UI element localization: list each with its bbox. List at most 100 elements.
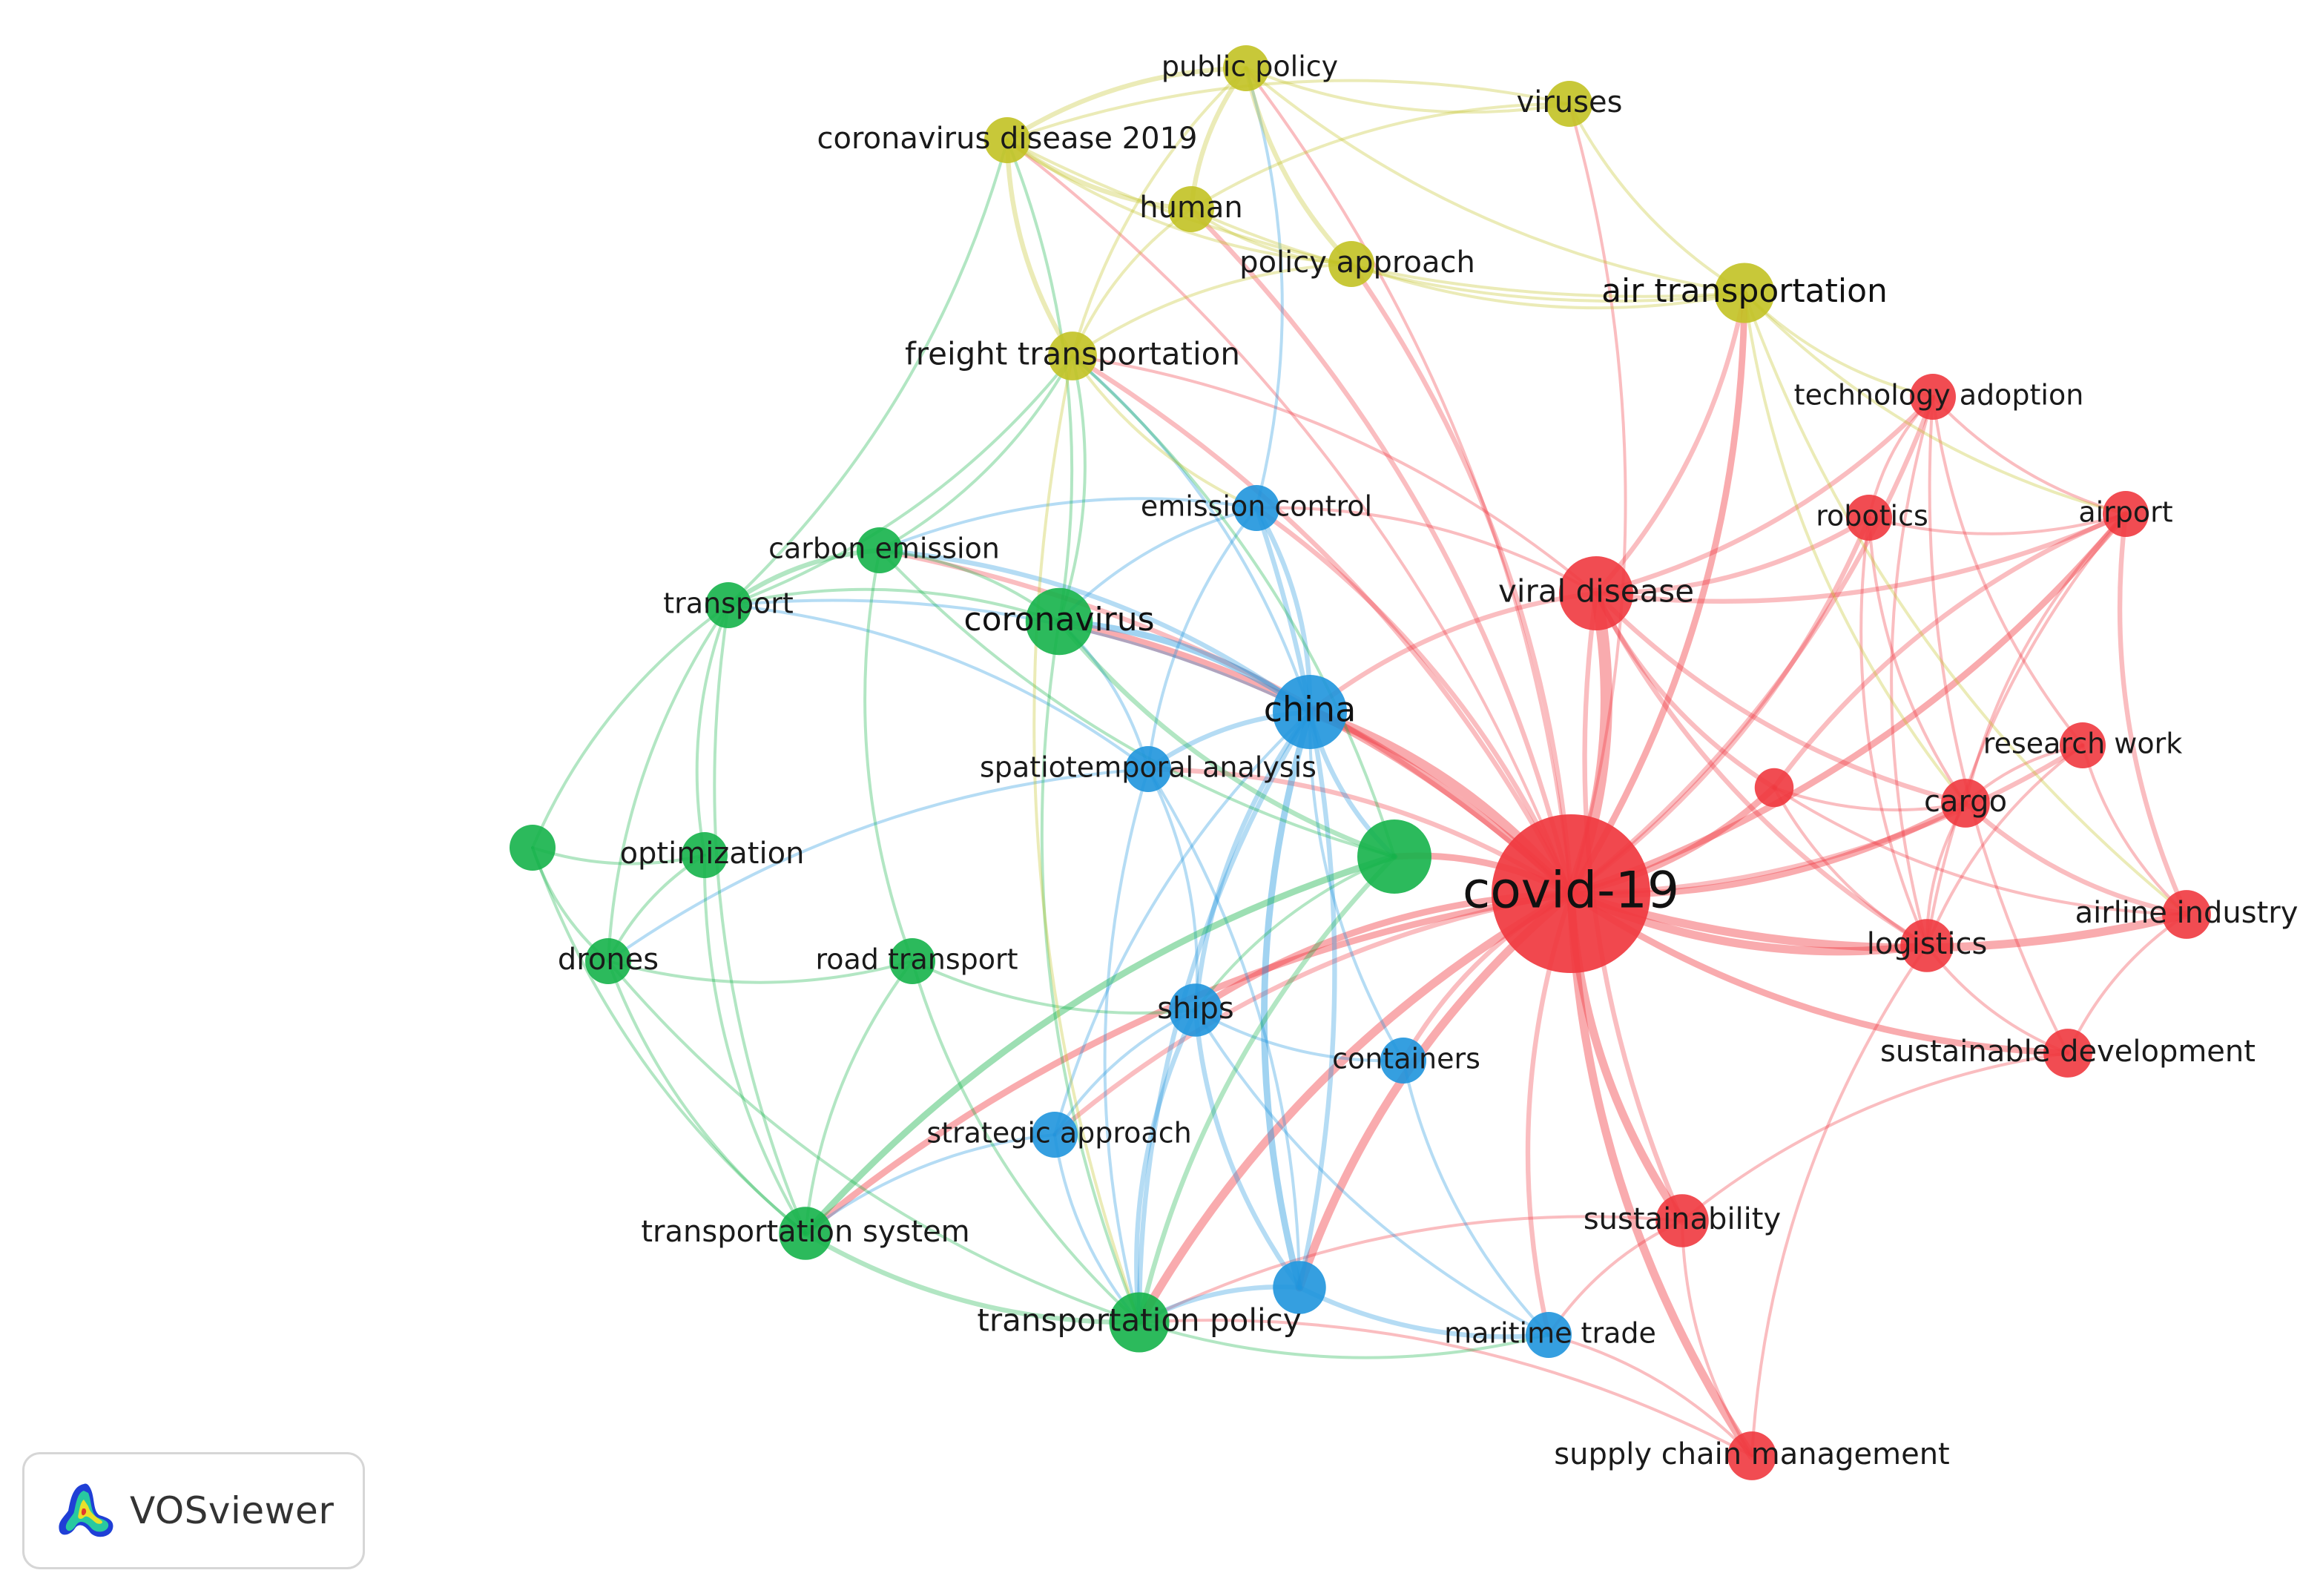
link-transport-drones	[607, 604, 730, 963]
network-links	[531, 65, 2191, 1460]
node-policy-approach[interactable]	[1328, 241, 1374, 287]
label-airline-industry: airline industry	[2075, 896, 2299, 930]
label-transportation-system: transportation system	[641, 1215, 969, 1249]
node-ships[interactable]	[1169, 983, 1222, 1037]
node-transportation-system[interactable]	[779, 1207, 832, 1260]
link-drones-road-transport	[607, 960, 914, 984]
link-robotics-cargo	[1868, 516, 1967, 805]
node-strategic-approach[interactable]	[1032, 1112, 1078, 1158]
node-unlabeled-red[interactable]	[1754, 768, 1794, 808]
vosviewer-logo-icon	[59, 1483, 113, 1537]
node-airline-industry[interactable]	[2162, 890, 2211, 939]
label-china: china	[1264, 690, 1357, 730]
label-maritime-trade: maritime trade	[1444, 1317, 1656, 1350]
link-strategic-approach-transportation-system	[804, 1133, 1056, 1235]
link-covid-19-viruses	[1568, 102, 1627, 895]
link-unlabeled-green-large-transportation-system	[802, 853, 1398, 1237]
node-technology-adoption[interactable]	[1910, 374, 1956, 420]
link-covid-19-air-transportation	[1567, 289, 1748, 897]
link-covid-19-supply-chain-management	[1566, 889, 1756, 1460]
node-air-transportation[interactable]	[1714, 263, 1775, 323]
label-robotics: robotics	[1816, 500, 1928, 532]
node-covid-19[interactable]	[1492, 814, 1650, 973]
link-transport-transportation-system	[713, 604, 807, 1235]
link-sustainability-supply-chain-management	[1681, 1219, 1753, 1457]
link-covid-19-transportation-policy	[1135, 889, 1575, 1327]
node-freight-transportation[interactable]	[1048, 332, 1097, 380]
link-spatiotemporal-analysis-drones	[607, 768, 1150, 963]
link-viral-disease-unlabeled-red	[1593, 590, 1777, 791]
link-airport-logistics	[1925, 512, 2127, 947]
link-coronavirus-disease-2019-human	[1004, 137, 1194, 212]
node-human[interactable]	[1168, 186, 1214, 232]
node-cargo[interactable]	[1941, 779, 1990, 828]
node-china[interactable]	[1273, 675, 1347, 749]
link-ships-transportation-policy	[1134, 1007, 1199, 1325]
link-airport-airline-industry	[2117, 511, 2189, 917]
node-sustainability[interactable]	[1655, 1194, 1709, 1247]
link-viral-disease-logistics	[1593, 590, 1930, 949]
link-human-freight-transportation	[1071, 208, 1193, 357]
link-unlabeled-green-small-transportation-system	[531, 846, 807, 1235]
link-covid-19-policy-approach	[1348, 261, 1574, 897]
link-technology-adoption-logistics	[1890, 395, 1934, 947]
node-optimization[interactable]	[682, 832, 728, 878]
node-research-work[interactable]	[2060, 722, 2106, 768]
link-research-work-logistics	[1925, 744, 2084, 947]
vosviewer-badge: VOSviewer	[22, 1452, 365, 1569]
label-sustainable-development: sustainable development	[1880, 1035, 2256, 1069]
label-containers: containers	[1332, 1043, 1480, 1075]
node-unlabeled-blue[interactable]	[1273, 1261, 1326, 1314]
link-public-policy-policy-approach	[1243, 65, 1354, 267]
link-covid-19-public-policy	[1245, 67, 1572, 895]
link-coronavirus-freight-transportation	[1058, 355, 1087, 623]
node-robotics[interactable]	[1846, 495, 1892, 541]
node-airport[interactable]	[2103, 491, 2149, 537]
label-transport: transport	[663, 587, 794, 620]
node-sustainable-development[interactable]	[2043, 1029, 2092, 1078]
node-maritime-trade[interactable]	[1526, 1312, 1572, 1358]
link-containers-maritime-trade	[1402, 1059, 1550, 1336]
node-road-transport[interactable]	[889, 938, 935, 984]
node-supply-chain-management[interactable]	[1727, 1431, 1776, 1480]
link-viral-disease-emission-control	[1255, 506, 1598, 595]
link-logistics-supply-chain-management	[1750, 944, 1928, 1457]
node-carbon-emission[interactable]	[857, 527, 903, 573]
node-spatiotemporal-analysis[interactable]	[1125, 746, 1171, 792]
label-technology-adoption: technology adoption	[1794, 379, 2084, 412]
node-emission-control[interactable]	[1233, 485, 1279, 531]
node-unlabeled-green-large[interactable]	[1357, 820, 1431, 894]
node-logistics[interactable]	[1900, 919, 1954, 972]
link-cargo-airline-industry	[1963, 800, 2189, 917]
node-transport[interactable]	[705, 582, 751, 628]
link-viruses-air-transportation	[1568, 102, 1746, 294]
link-viral-disease-cargo	[1593, 590, 1968, 806]
node-coronavirus[interactable]	[1025, 587, 1093, 656]
link-viral-disease-freight-transportation	[1071, 355, 1598, 595]
link-coronavirus-transportation-policy	[1040, 620, 1141, 1324]
link-air-transportation-airport	[1743, 291, 2127, 515]
node-transportation-policy[interactable]	[1109, 1292, 1170, 1353]
label-airport: airport	[2078, 496, 2172, 529]
link-public-policy-air-transportation	[1245, 67, 1746, 294]
node-public-policy[interactable]	[1223, 45, 1269, 91]
node-containers[interactable]	[1380, 1038, 1426, 1084]
label-cargo: cargo	[1924, 785, 2007, 819]
node-unlabeled-green-small[interactable]	[510, 825, 556, 871]
label-public-policy: public policy	[1162, 50, 1338, 83]
link-public-policy-freight-transportation	[1071, 67, 1248, 357]
node-coronavirus-disease-2019[interactable]	[984, 117, 1030, 163]
link-china-ships	[1193, 709, 1313, 1013]
node-drones[interactable]	[585, 938, 631, 984]
network-nodes	[510, 45, 2211, 1480]
label-optimization: optimization	[620, 837, 805, 871]
link-china-freight-transportation	[1071, 355, 1311, 713]
link-research-work-airline-industry	[2081, 744, 2188, 916]
link-emission-control-public-policy	[1245, 67, 1284, 510]
label-strategic-approach: strategic approach	[926, 1117, 1191, 1150]
node-viral-disease[interactable]	[1559, 556, 1633, 630]
node-viruses[interactable]	[1546, 81, 1592, 127]
link-airport-cargo	[1964, 512, 2127, 805]
link-covid-19-airline-industry	[1566, 889, 2191, 952]
link-policy-approach-air-transportation	[1350, 263, 1746, 310]
